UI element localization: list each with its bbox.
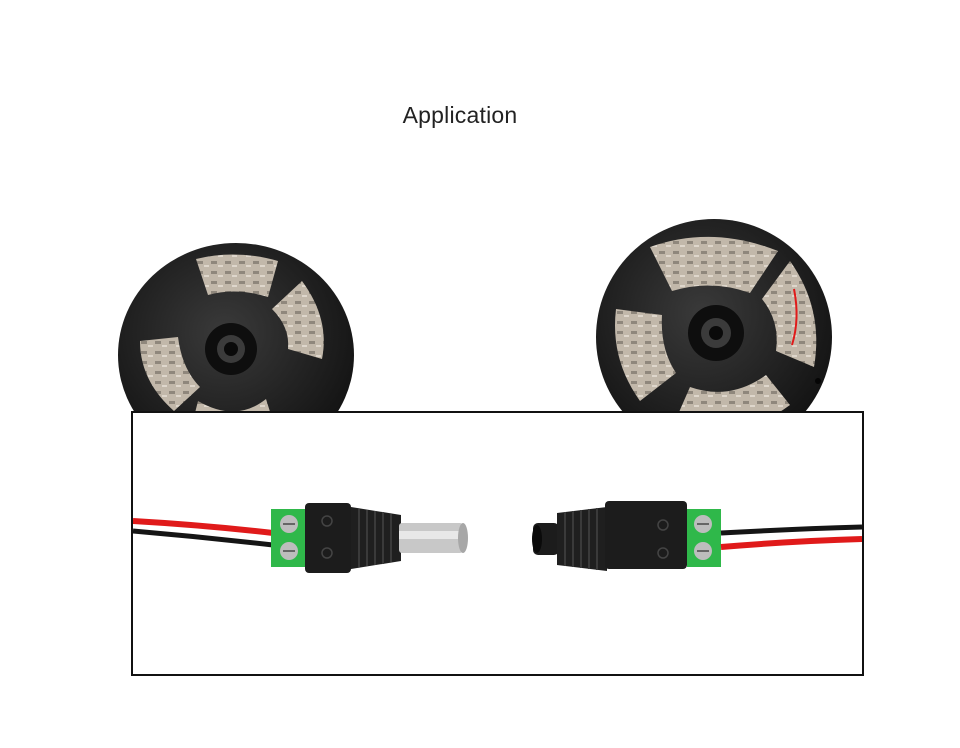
connector-closeup-frame [131, 411, 864, 676]
closeup-right-wires [720, 524, 862, 550]
dc-female-connector [532, 501, 721, 571]
dc-male-connector [271, 503, 468, 573]
connector-closeup-photo [133, 501, 862, 573]
page-title: Application [402, 102, 518, 128]
closeup-left-wires [133, 518, 274, 548]
right-led-strip-reel [596, 219, 832, 455]
